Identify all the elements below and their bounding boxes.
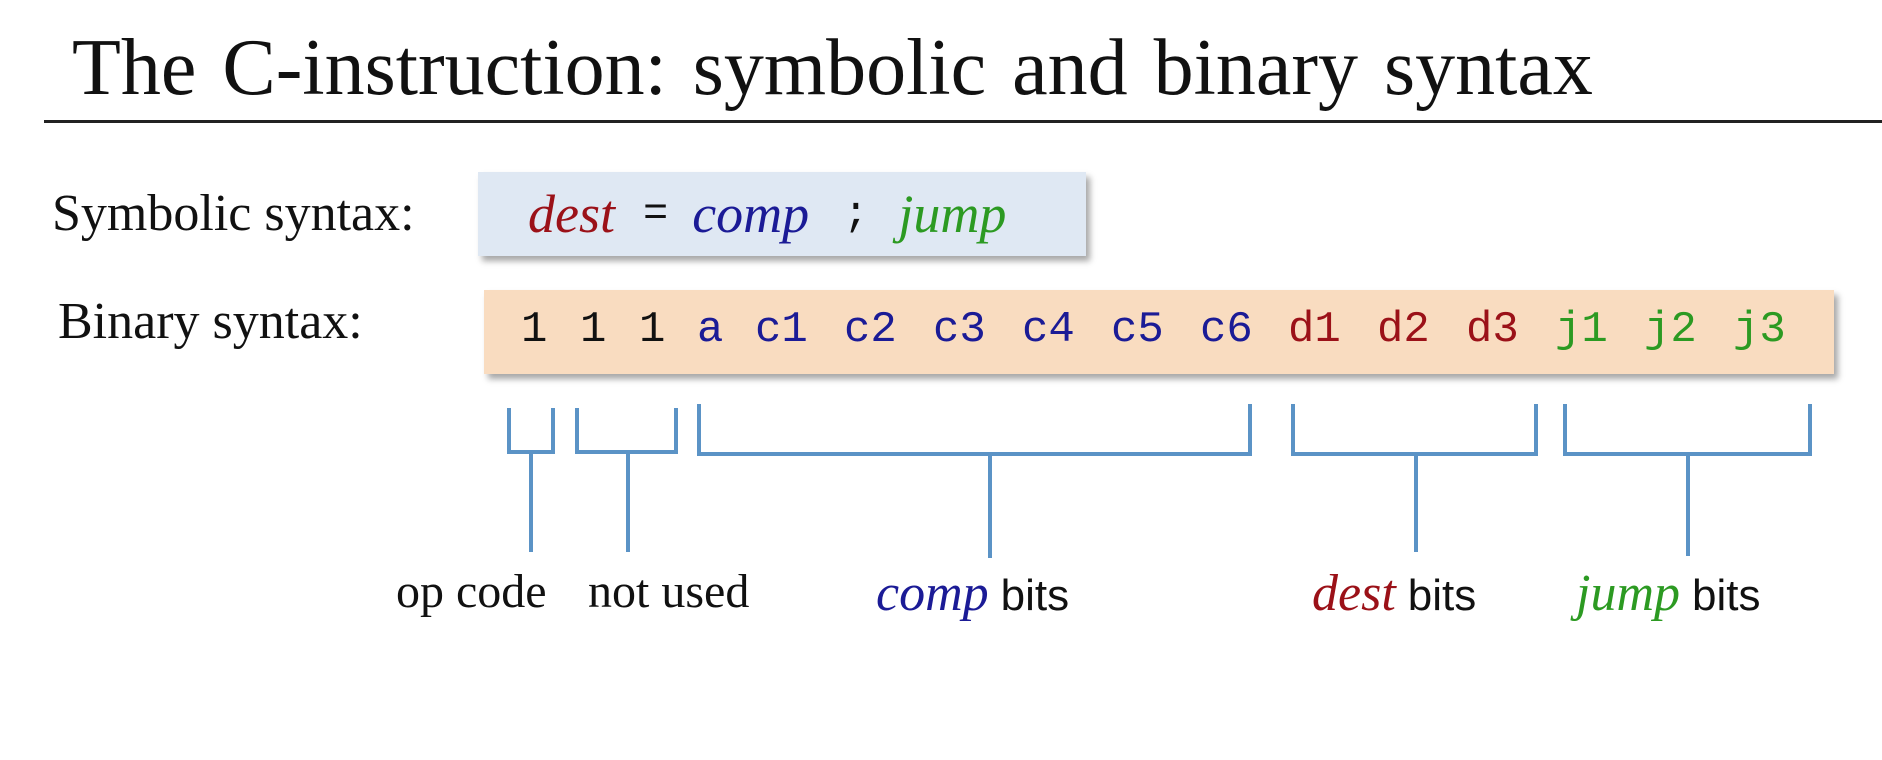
jump-bracket [1563,404,1812,556]
dest-bits-word: dest [1312,565,1396,622]
bit-a: a [697,305,724,355]
bit-opcode: 1 [521,305,548,355]
bit-c2: c2 [844,305,897,355]
bit-d2: d2 [1377,305,1430,355]
bit-unused-2: 1 [639,305,666,355]
bit-c6: c6 [1200,305,1253,355]
comp-bracket [697,404,1252,558]
not-used-bracket [575,408,678,552]
jump-bits-suffix: bits [1692,571,1761,620]
dest-bracket [1291,404,1538,552]
symbolic-syntax-label: Symbolic syntax: [52,185,415,242]
semicolon: ; [843,190,869,238]
symbolic-syntax-box: dest = comp ; jump [478,172,1086,256]
comp-bits-word: comp [876,565,989,622]
dest-bits-label: dest bits [1312,564,1476,623]
binary-syntax-box [484,290,1834,374]
comp-field: comp [692,184,810,244]
jump-bits-label: jump bits [1576,564,1760,623]
opcode-bracket [507,408,555,552]
jump-bits-word: jump [1576,565,1680,622]
binary-syntax-label: Binary syntax: [58,293,363,350]
page-title: The C-instruction: symbolic and binary s… [72,24,1593,112]
jump-field: jump [898,184,1007,244]
title-rule [44,120,1882,123]
bit-d1: d1 [1288,305,1341,355]
bit-j1: j1 [1555,305,1608,355]
not-used-label: not used [588,565,750,618]
dest-bits-suffix: bits [1407,571,1477,620]
comp-bits-label: comp bits [876,564,1069,623]
bit-c3: c3 [933,305,986,355]
dest-field: dest [528,184,615,244]
comp-bits-suffix: bits [1000,571,1070,620]
bit-c1: c1 [755,305,808,355]
bit-j3: j3 [1733,305,1786,355]
bit-c4: c4 [1022,305,1075,355]
bit-c5: c5 [1111,305,1164,355]
bit-d3: d3 [1466,305,1519,355]
equals-sign: = [643,190,669,238]
bit-unused-1: 1 [580,305,607,355]
opcode-label: op code [396,565,547,618]
bit-j2: j2 [1644,305,1697,355]
